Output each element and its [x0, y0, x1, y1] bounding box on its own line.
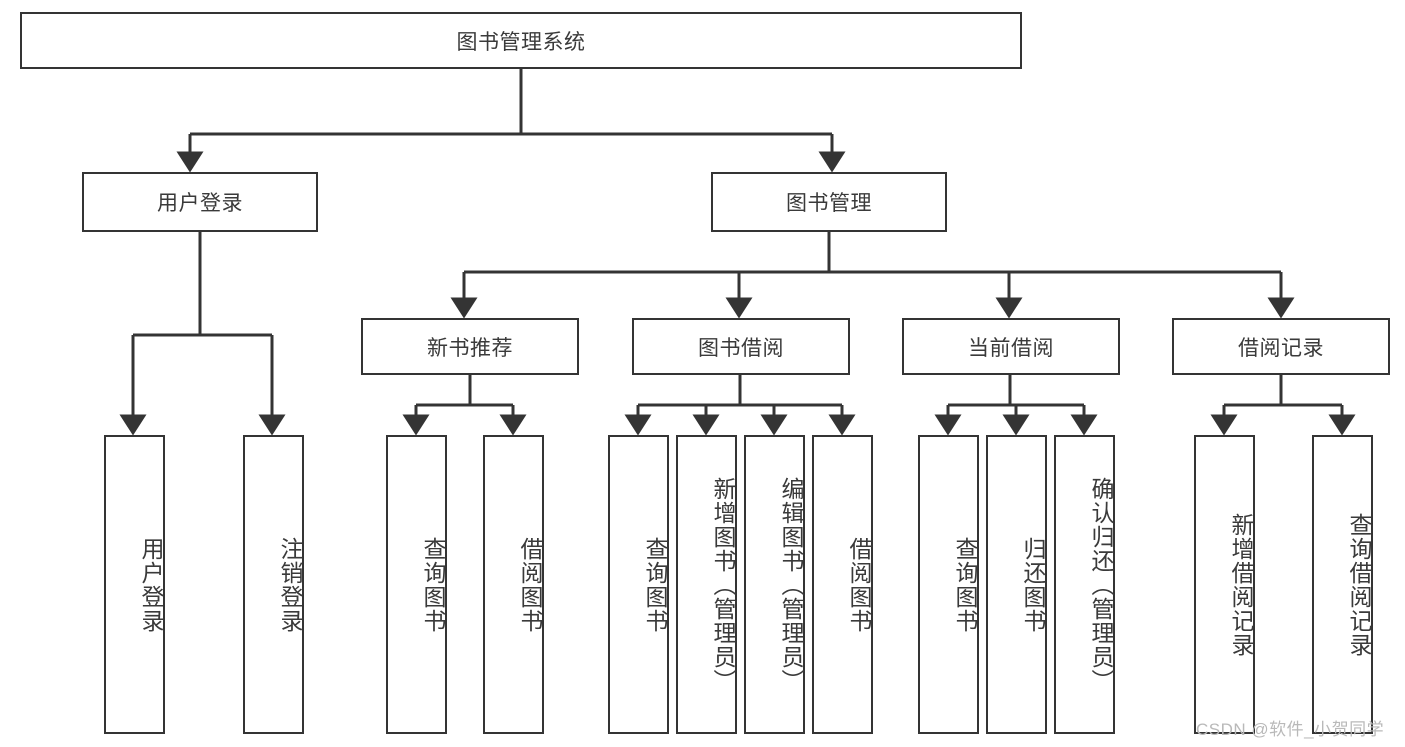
node-leaf-add-record-label: 新增借阅记录 [1228, 512, 1254, 657]
node-new-book-recommend-label: 新书推荐 [427, 336, 513, 360]
node-leaf-add-book-label: 新增图书（管理员） [710, 476, 736, 693]
node-user-login-label: 用户登录 [157, 192, 243, 215]
node-book-manage[interactable]: 图书管理 [711, 172, 947, 232]
node-leaf-borrow-book-2-label: 借阅图书 [846, 536, 872, 633]
node-book-borrow-label: 图书借阅 [698, 336, 784, 360]
node-leaf-query-book-2[interactable]: 查询图书 [608, 435, 669, 734]
node-root-label: 图书管理系统 [456, 30, 586, 54]
node-leaf-edit-book[interactable]: 编辑图书（管理员） [744, 435, 805, 734]
node-current-borrow[interactable]: 当前借阅 [902, 318, 1120, 375]
node-leaf-query-book-3-label: 查询图书 [952, 536, 978, 633]
node-leaf-borrow-book-1-label: 借阅图书 [517, 536, 543, 633]
node-leaf-query-book-2-label: 查询图书 [642, 536, 668, 633]
node-book-borrow[interactable]: 图书借阅 [632, 318, 850, 375]
node-current-borrow-label: 当前借阅 [968, 336, 1054, 360]
node-root[interactable]: 图书管理系统 [20, 12, 1022, 69]
node-leaf-confirm-return-label: 确认归还（管理员） [1088, 476, 1114, 693]
node-leaf-edit-book-label: 编辑图书（管理员） [778, 476, 804, 693]
node-leaf-confirm-return[interactable]: 确认归还（管理员） [1054, 435, 1115, 734]
node-leaf-query-book-3[interactable]: 查询图书 [918, 435, 979, 734]
node-new-book-recommend[interactable]: 新书推荐 [361, 318, 579, 375]
node-leaf-user-login[interactable]: 用户登录 [104, 435, 165, 734]
node-borrow-record-label: 借阅记录 [1238, 336, 1324, 360]
node-borrow-record[interactable]: 借阅记录 [1172, 318, 1390, 375]
node-leaf-logout-label: 注销登录 [277, 536, 303, 633]
watermark: CSDN @软件_小贺同学 [1196, 720, 1385, 739]
node-leaf-query-record-label: 查询借阅记录 [1346, 512, 1372, 657]
node-leaf-add-record[interactable]: 新增借阅记录 [1194, 435, 1255, 734]
node-user-login[interactable]: 用户登录 [82, 172, 318, 232]
node-leaf-borrow-book-1[interactable]: 借阅图书 [483, 435, 544, 734]
node-leaf-query-book-1[interactable]: 查询图书 [386, 435, 447, 734]
node-book-manage-label: 图书管理 [786, 192, 872, 215]
node-leaf-query-book-1-label: 查询图书 [420, 536, 446, 633]
node-leaf-return-book[interactable]: 归还图书 [986, 435, 1047, 734]
node-leaf-user-login-label: 用户登录 [138, 536, 164, 633]
node-leaf-query-record[interactable]: 查询借阅记录 [1312, 435, 1373, 734]
node-leaf-add-book[interactable]: 新增图书（管理员） [676, 435, 737, 734]
node-leaf-logout[interactable]: 注销登录 [243, 435, 304, 734]
node-leaf-borrow-book-2[interactable]: 借阅图书 [812, 435, 873, 734]
node-leaf-return-book-label: 归还图书 [1020, 536, 1046, 633]
